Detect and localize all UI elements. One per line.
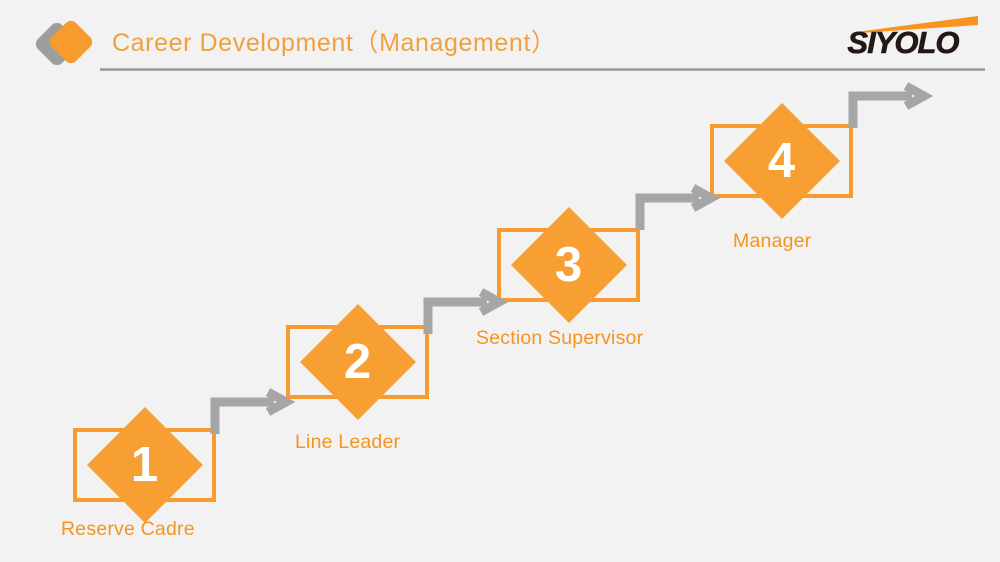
step-4[interactable]: 4 (710, 103, 853, 219)
brand-wordmark: SIYOLO (847, 25, 960, 60)
step-2-label: Line Leader (295, 431, 401, 453)
step-3-label: Section Supervisor (476, 327, 644, 349)
connector-step1-to-step2 (208, 388, 296, 436)
brand-logo: SIYOLO (828, 14, 978, 62)
brand-swoosh-icon (856, 16, 978, 33)
step-2-number: 2 (343, 334, 372, 389)
step-1-number: 1 (130, 437, 159, 492)
connector-step4-to-beyond (846, 82, 934, 130)
step-1[interactable]: 1 (73, 407, 216, 523)
page-title: Career Development（Management） (112, 29, 557, 57)
step-4-number: 4 (767, 133, 796, 188)
header-divider (100, 68, 985, 71)
step-1-label: Reserve Cadre (61, 518, 195, 540)
step-3[interactable]: 3 (497, 207, 640, 323)
double-diamond-logo-icon (32, 17, 100, 69)
step-3-number: 3 (554, 237, 583, 292)
connector-step2-to-step3 (421, 288, 509, 336)
step-4-label: Manager (733, 230, 812, 252)
step-2[interactable]: 2 (286, 304, 429, 420)
connector-step3-to-step4 (633, 184, 721, 232)
